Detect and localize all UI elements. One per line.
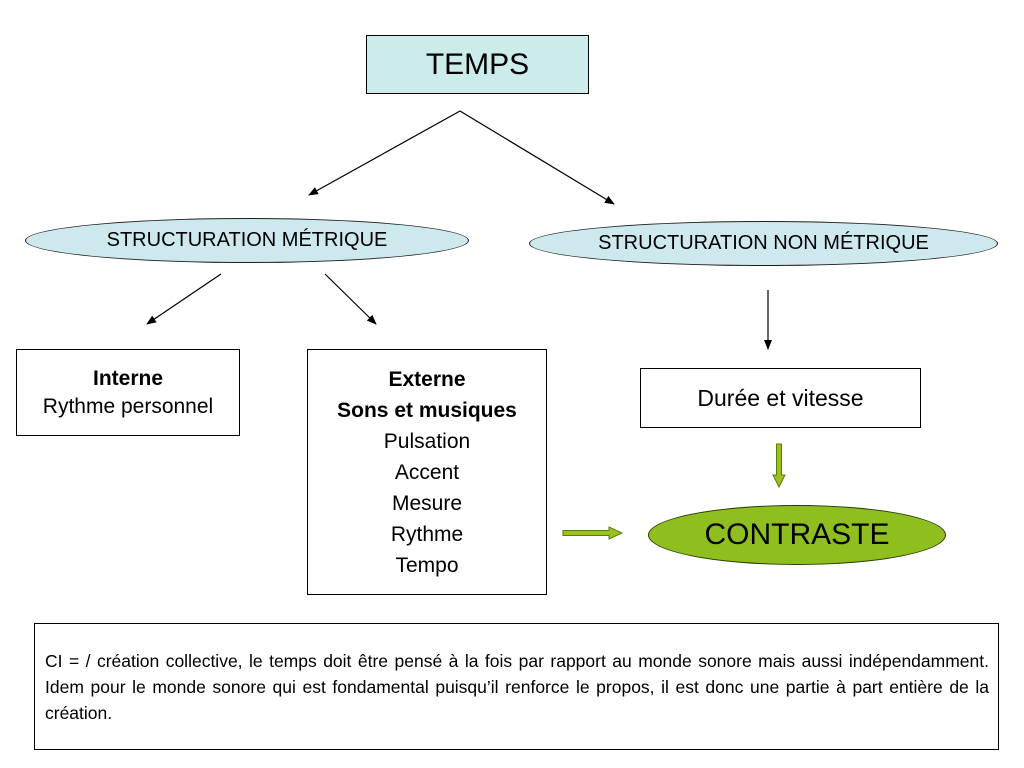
externe-item: Pulsation bbox=[383, 429, 471, 453]
temps-box: TEMPS bbox=[366, 35, 589, 94]
green-arrow-down bbox=[772, 443, 786, 489]
externe-title: Externe bbox=[388, 367, 466, 391]
structuration-metrique-ellipse: STRUCTURATION MÉTRIQUE bbox=[25, 218, 469, 263]
externe-box: Externe Sons et musiques Pulsation Accen… bbox=[307, 349, 547, 595]
note-text: CI = / création collective, le temps doi… bbox=[45, 651, 989, 723]
contraste-ellipse: CONTRASTE bbox=[648, 505, 946, 565]
note-box: CI = / création collective, le temps doi… bbox=[34, 623, 999, 750]
structuration-metrique-label: STRUCTURATION MÉTRIQUE bbox=[106, 229, 388, 251]
arrow-metrique-to-externe bbox=[324, 273, 377, 325]
green-arrow-right bbox=[562, 526, 624, 540]
externe-subtitle: Sons et musiques bbox=[337, 398, 517, 422]
arrow-temps-to-non-metrique bbox=[459, 110, 615, 205]
structuration-non-metrique-label: STRUCTURATION NON MÉTRIQUE bbox=[598, 232, 929, 254]
externe-item: Tempo bbox=[395, 553, 459, 577]
interne-subtitle: Rythme personnel bbox=[42, 394, 214, 418]
externe-item: Rythme bbox=[390, 522, 464, 546]
temps-label: TEMPS bbox=[425, 47, 530, 81]
duree-vitesse-box: Durée et vitesse bbox=[640, 368, 921, 428]
interne-title: Interne bbox=[92, 366, 163, 390]
externe-item: Accent bbox=[394, 460, 460, 484]
duree-vitesse-label: Durée et vitesse bbox=[697, 384, 864, 411]
contraste-label: CONTRASTE bbox=[704, 518, 890, 551]
arrow-temps-to-metrique bbox=[308, 110, 461, 196]
arrow-metrique-to-interne bbox=[146, 273, 222, 325]
externe-item: Mesure bbox=[391, 491, 463, 515]
interne-box: Interne Rythme personnel bbox=[16, 349, 240, 436]
structuration-non-metrique-ellipse: STRUCTURATION NON MÉTRIQUE bbox=[529, 221, 998, 266]
